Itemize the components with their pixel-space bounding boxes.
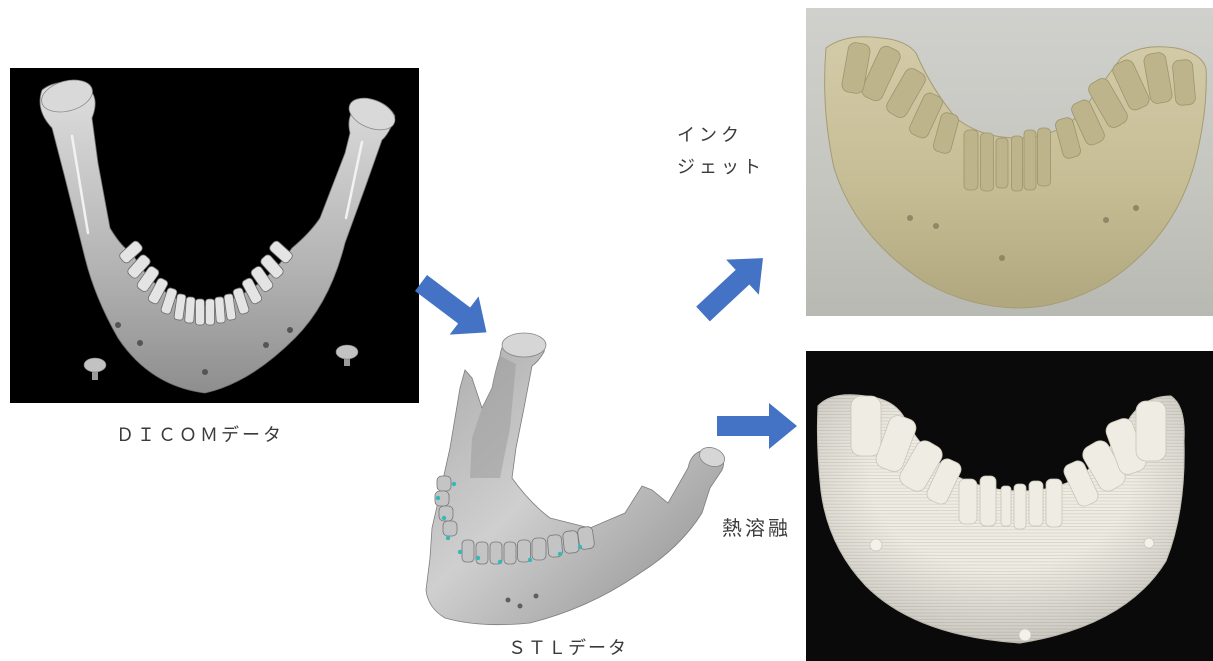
screw-head — [336, 345, 358, 359]
tooth — [462, 540, 474, 562]
right-screw — [336, 345, 358, 366]
foramen — [506, 598, 511, 603]
foramen — [1103, 217, 1109, 223]
inkjet-label: インク ジェット — [677, 120, 765, 184]
tooth — [443, 521, 457, 536]
stl-marker-dot — [442, 516, 446, 520]
stl-marker-dot — [558, 552, 562, 556]
stl-data-label: ＳＴＬデータ — [508, 638, 628, 660]
tooth — [996, 138, 1008, 188]
stl-marker-dot — [498, 560, 502, 564]
tooth — [1046, 479, 1062, 527]
tooth — [185, 297, 196, 324]
thermal-fusion-printed-mandible — [806, 351, 1213, 661]
dicom-data-label: ＤＩＣＯＭデータ — [116, 425, 284, 447]
stl-left-condyle — [502, 333, 546, 357]
foramen — [263, 342, 269, 348]
foramen — [907, 215, 913, 221]
thermal-fusion-label: 熱溶融 — [722, 517, 791, 539]
tooth — [532, 538, 546, 560]
tooth — [1012, 136, 1023, 191]
stl-mandible-body — [426, 334, 724, 625]
stl-marker-dot — [446, 536, 450, 540]
inkjet-printed-mandible — [806, 8, 1213, 316]
tooth — [196, 299, 205, 325]
tooth — [1038, 128, 1051, 186]
tooth — [981, 133, 994, 191]
tooth — [504, 542, 516, 564]
tooth — [476, 542, 488, 564]
stl-marker-dot — [578, 545, 582, 549]
foramen — [1133, 205, 1139, 211]
knob — [1144, 538, 1154, 548]
stl-marker-dot — [476, 556, 480, 560]
stl-marker-dot — [528, 558, 532, 562]
screw-head — [84, 358, 106, 372]
tooth — [1014, 484, 1026, 529]
tooth — [1029, 481, 1043, 526]
stl-marker-dot — [436, 496, 440, 500]
foramen — [115, 322, 121, 328]
tooth — [851, 396, 881, 456]
foramen — [933, 223, 939, 229]
tooth — [215, 297, 226, 324]
knob — [1019, 629, 1031, 641]
tooth — [562, 530, 579, 553]
foramen — [202, 369, 208, 375]
foramen — [534, 594, 539, 599]
dicom-mandible-render — [10, 68, 419, 403]
inkjet-print-photo — [806, 8, 1213, 316]
tooth — [959, 479, 977, 524]
stl-model-render — [420, 328, 740, 643]
tooth — [1001, 486, 1011, 526]
foramen — [999, 255, 1005, 261]
foramen — [287, 327, 293, 333]
foramen — [137, 340, 143, 346]
tooth — [1172, 59, 1196, 106]
tooth — [980, 476, 996, 526]
stl-marker-dot — [452, 482, 456, 486]
foramen — [518, 604, 523, 609]
left-screw — [84, 358, 106, 380]
tooth — [206, 299, 215, 325]
tooth — [1024, 130, 1036, 190]
thermal-fusion-print-photo — [806, 351, 1213, 661]
tooth — [437, 476, 451, 491]
stl-mandible-model — [420, 328, 740, 643]
stl-marker-dot — [458, 550, 462, 554]
arrow-to-inkjet — [687, 241, 780, 332]
knob — [870, 539, 882, 551]
tooth — [964, 130, 978, 190]
tooth — [1136, 401, 1166, 461]
dicom-render-panel — [10, 68, 419, 403]
